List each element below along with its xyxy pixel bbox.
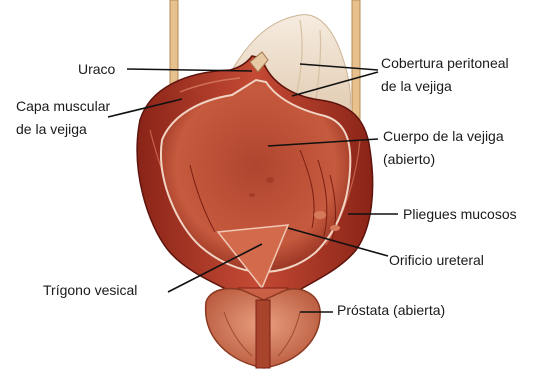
label-uraco: Uraco [78,61,116,77]
label-cuerpo-vejiga-line2: (abierto) [383,151,435,167]
label-trigono-vesical: Trígono vesical [43,282,137,298]
label-cobertura-peritoneal-line2: de la vejiga [381,78,452,94]
label-cobertura-peritoneal: Cobertura peritoneal [381,55,509,71]
prostate [206,289,321,369]
label-capa-muscular-line2: de la vejiga [16,121,87,137]
label-orificio-ureteral: Orificio ureteral [389,252,484,268]
label-pliegues-mucosos: Pliegues mucosos [403,206,517,222]
label-capa-muscular: Capa muscular [16,98,110,114]
label-prostata: Próstata (abierta) [337,302,445,318]
label-cuerpo-vejiga: Cuerpo de la vejiga [383,128,504,144]
